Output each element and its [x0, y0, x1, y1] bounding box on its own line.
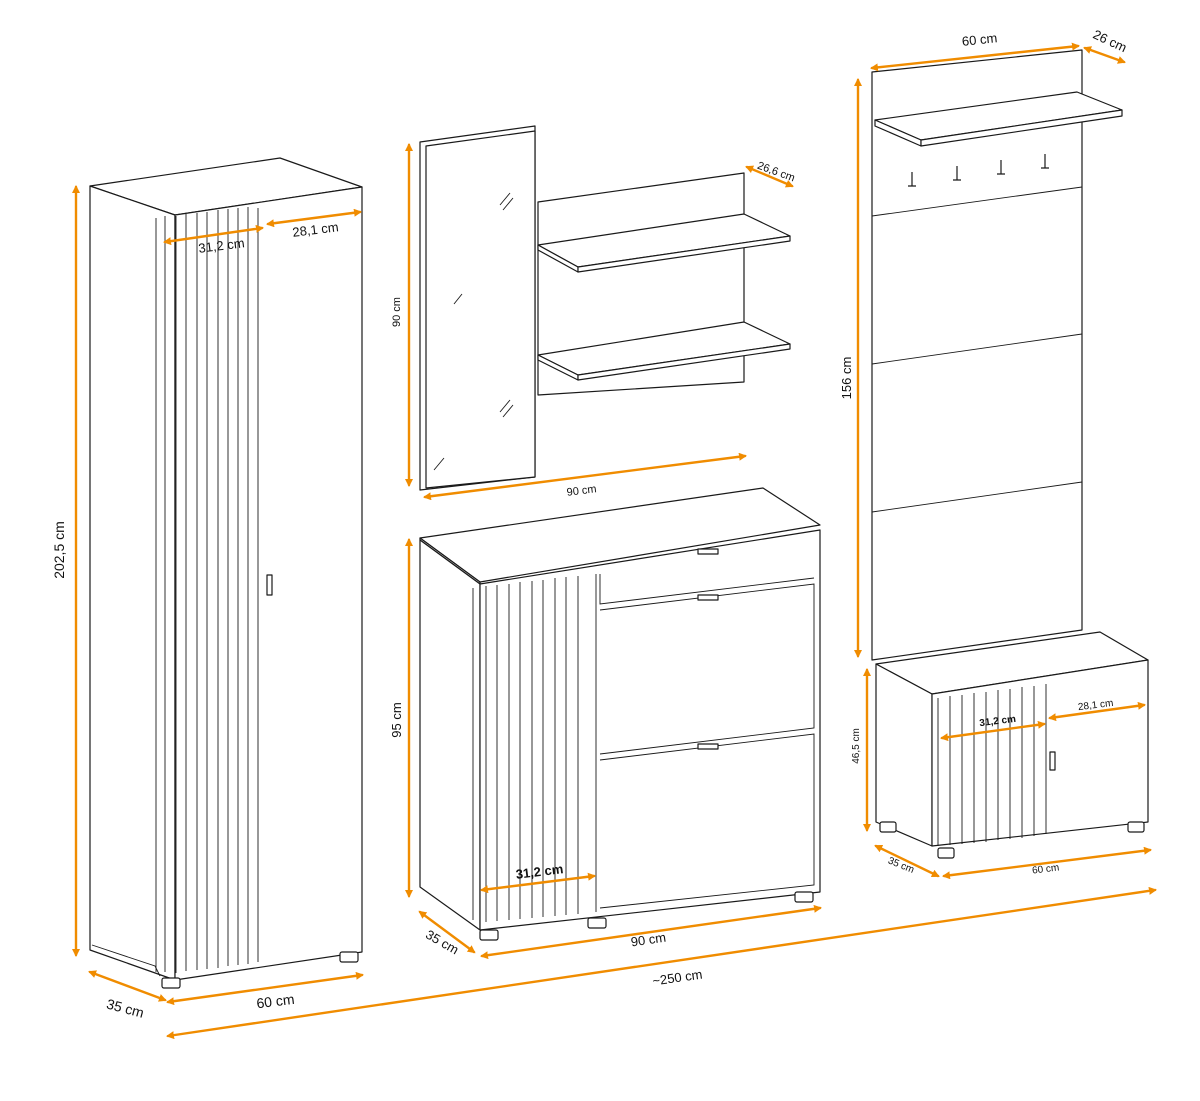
- tall-wardrobe-handle: [266, 574, 273, 596]
- cabinet-foot: [794, 891, 814, 903]
- label-bench-door-right: 28,1 cm: [1077, 698, 1114, 713]
- label-total-width: ~250 cm: [651, 967, 703, 989]
- label-cabinet-width: 90 cm: [630, 930, 667, 950]
- bench-cabinet: [875, 631, 1149, 859]
- tall-wardrobe-foot: [161, 977, 181, 989]
- label-tall-door-left: 31,2 cm: [198, 235, 246, 256]
- label-tall-door-right: 28,1 cm: [292, 219, 340, 240]
- drawer-handle: [697, 548, 719, 555]
- tall-wardrobe-slats: [164, 207, 249, 973]
- wall-mirror: [419, 125, 536, 491]
- label-cabinet-height: 95 cm: [389, 702, 404, 737]
- label-mirror-height: 90 cm: [391, 297, 403, 327]
- label-cabinet-door: 31,2 cm: [515, 861, 564, 882]
- cabinet-foot: [587, 917, 607, 929]
- label-tall-height: 202,5 cm: [51, 521, 67, 579]
- shoe-cabinet-slats: [485, 576, 579, 922]
- tall-wardrobe-foot: [339, 951, 359, 963]
- label-panel-width: 60 cm: [961, 30, 998, 49]
- coat-hooks: [908, 154, 1049, 187]
- shoe-cabinet: [419, 487, 821, 941]
- drawer-handle: [697, 594, 719, 601]
- label-bench-height: 46,5 cm: [851, 728, 862, 764]
- bench-foot: [879, 821, 897, 833]
- bench-handle: [1049, 751, 1056, 771]
- bench-slats: [949, 686, 1035, 845]
- label-shelf-depth: 26,6 cm: [756, 160, 797, 185]
- tall-wardrobe: [89, 157, 363, 989]
- label-tall-depth: 35 cm: [105, 996, 146, 1021]
- label-cabinet-depth: 35 cm: [423, 927, 461, 958]
- dimension-lines: [72, 42, 1157, 1040]
- label-bench-width: 60 cm: [1032, 862, 1060, 876]
- coat-panel: [871, 49, 1123, 661]
- cabinet-foot: [479, 929, 499, 941]
- drawer-handle: [697, 743, 719, 750]
- label-tall-width: 60 cm: [255, 991, 295, 1012]
- wall-shelf: [537, 172, 791, 396]
- label-mirror-width: 90 cm: [566, 483, 597, 499]
- bench-foot: [1127, 821, 1145, 833]
- label-panel-height: 156 cm: [839, 357, 854, 400]
- bench-foot: [937, 847, 955, 859]
- label-bench-door-left: 31,2 cm: [979, 714, 1017, 729]
